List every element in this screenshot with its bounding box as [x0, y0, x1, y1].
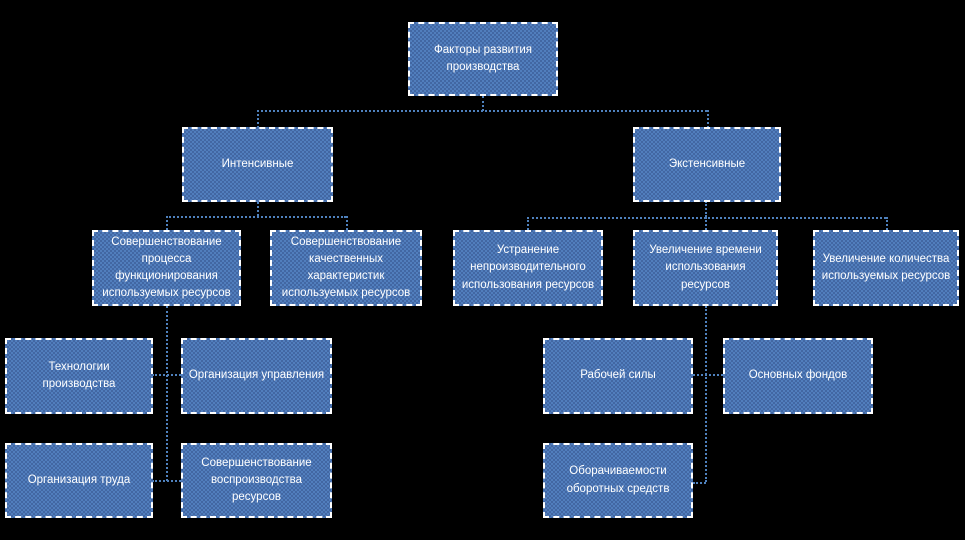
node-increase-usage-time[interactable]: Увеличение времени использования ресурсо… — [633, 230, 778, 306]
node-working-capital-turnover[interactable]: Оборачиваемости оборотных средств — [543, 443, 693, 518]
connector-drop-quality — [346, 216, 348, 230]
node-fixed-assets[interactable]: Основных фондов — [723, 338, 873, 414]
connector-process-spine — [166, 306, 168, 481]
connector-workforce-fixed-assets — [693, 374, 723, 376]
connector-level2-bus — [257, 110, 707, 112]
connector-drop-intensive — [257, 110, 259, 128]
node-process-functioning-improvement[interactable]: Совершенствование процесса функционирова… — [92, 230, 241, 306]
node-extensive[interactable]: Экстенсивные — [633, 127, 781, 202]
connector-drop-extensive — [707, 110, 709, 128]
node-production-technologies[interactable]: Технологии производства — [5, 338, 153, 414]
node-elimination-unproductive-use[interactable]: Устранение непроизводительного использов… — [453, 230, 603, 306]
connector-technology-management — [152, 374, 181, 376]
connector-root-stem — [482, 96, 484, 111]
connector-turnover-branch — [693, 482, 706, 484]
connector-drop-quantity — [886, 217, 888, 230]
connector-drop-elimination — [527, 217, 529, 230]
connector-extensive-stem — [705, 201, 707, 217]
connector-drop-time — [705, 217, 707, 230]
node-factors-of-production-development[interactable]: Факторы развития производства — [408, 22, 558, 96]
connector-intensive-stem — [257, 202, 259, 216]
node-intensive[interactable]: Интенсивные — [182, 127, 333, 202]
node-management-organization[interactable]: Организация управления — [181, 338, 332, 414]
node-increase-resource-quantity[interactable]: Увеличение количества используемых ресур… — [813, 230, 959, 306]
node-workforce[interactable]: Рабочей силы — [543, 338, 693, 414]
node-quality-characteristics-improvement[interactable]: Совершенствование качественных характери… — [270, 230, 422, 306]
node-labor-organization[interactable]: Организация труда — [5, 443, 153, 518]
connector-time-spine — [705, 306, 707, 482]
connector-labor-reproduction — [152, 480, 181, 482]
connector-drop-process — [166, 216, 168, 230]
node-resource-reproduction-improvement[interactable]: Совершенствование воспроизводства ресурс… — [181, 443, 332, 518]
connector-intensive-bus — [166, 216, 346, 218]
